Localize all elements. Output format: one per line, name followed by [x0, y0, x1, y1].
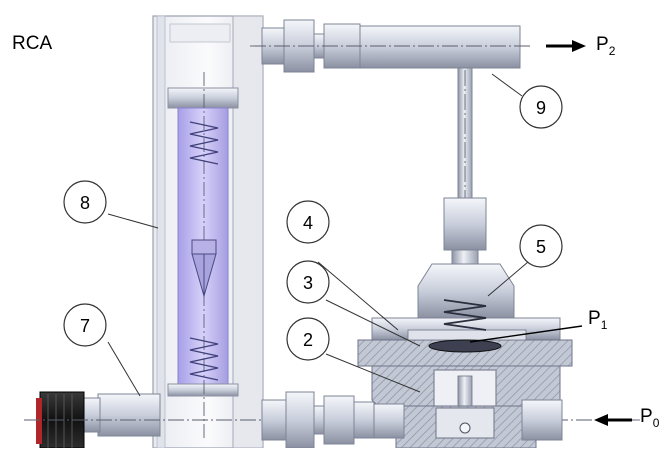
- lower-spring: [189, 337, 219, 381]
- callout-7: 7: [63, 303, 107, 347]
- p1-base: P: [588, 308, 601, 329]
- callout-4: 4: [286, 200, 330, 244]
- callout-8-text: 8: [80, 193, 90, 213]
- callout-5-text: 5: [536, 237, 546, 257]
- inlet-arrow: [594, 414, 632, 426]
- pressure-label-p0: P0: [640, 406, 659, 430]
- callout-4-text: 4: [303, 213, 313, 233]
- upper-spring: [189, 121, 219, 165]
- regulator: [357, 197, 573, 449]
- float-indicator: [191, 239, 217, 298]
- callout-3-text: 3: [303, 273, 313, 293]
- callout-5: 5: [519, 224, 563, 268]
- leader-lines: [107, 73, 583, 397]
- pressure-label-p1: P1: [588, 308, 607, 332]
- flowmeter: [152, 15, 264, 449]
- bottom-connection: [261, 391, 375, 449]
- callout-8: 8: [63, 180, 107, 224]
- callout-2-text: 2: [303, 330, 313, 350]
- callout-2: 2: [286, 317, 330, 361]
- diagram-title: RCA: [12, 33, 53, 54]
- p0-base: P: [640, 406, 653, 427]
- top-outlet: [250, 19, 530, 448]
- callout-3: 3: [286, 260, 330, 304]
- pressure-label-p2: P2: [596, 34, 615, 58]
- p0-subscript: 0: [652, 415, 660, 430]
- callout-9-text: 9: [536, 98, 546, 118]
- needle-valve: [24, 391, 640, 449]
- p2-subscript: 2: [608, 43, 616, 58]
- callout-7-text: 7: [80, 316, 90, 336]
- p2-base: P: [596, 34, 609, 55]
- callout-9: 9: [519, 85, 563, 129]
- diaphragm: [428, 339, 502, 353]
- p1-subscript: 1: [600, 317, 608, 332]
- regulator-spring: [443, 299, 487, 331]
- outlet-arrow: [546, 40, 586, 52]
